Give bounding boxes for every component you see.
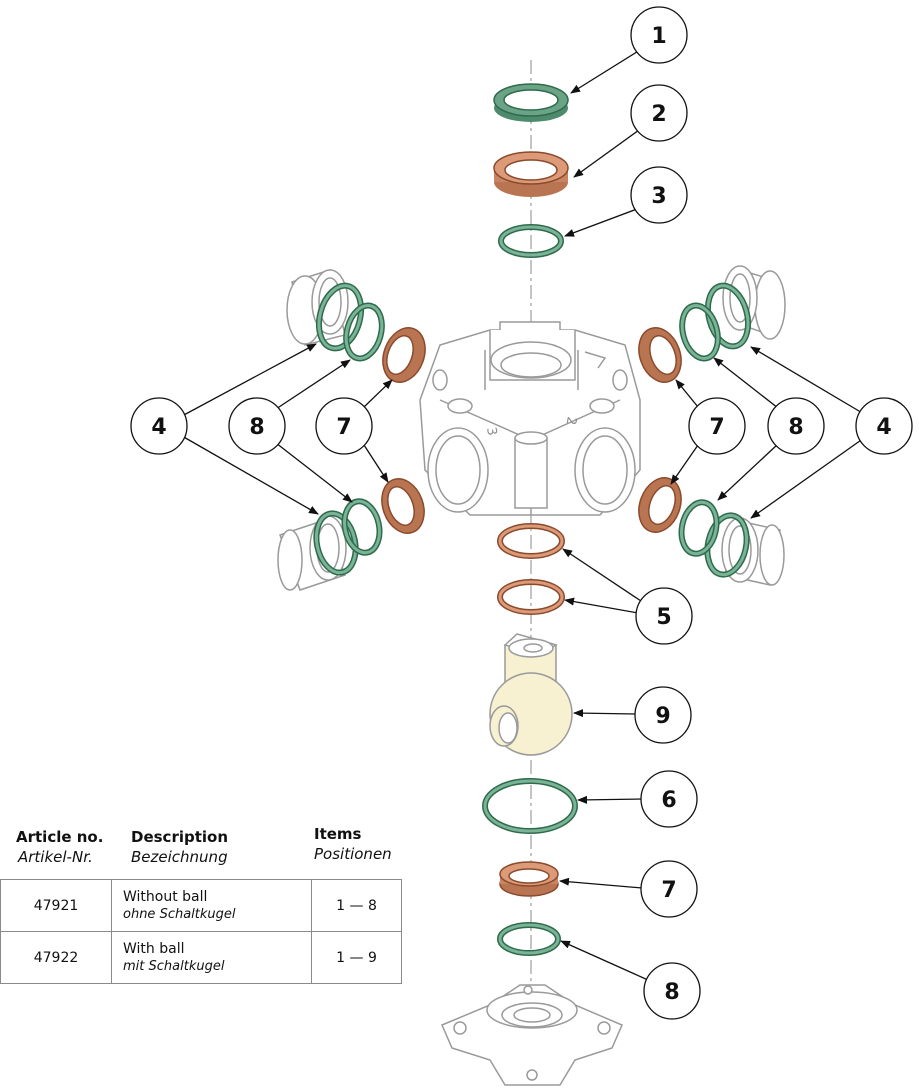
callout-label: 9 [655,704,670,729]
header-article: Article no. Artikel-Nr. [16,828,103,866]
article-number: 47921 [0,879,112,932]
part-3-oring [498,224,564,258]
callout-8-bottom: 8 [643,962,701,1020]
description-cell: Without ball ohne Schaltkugel [111,879,312,932]
header-article-en: Article no. [16,828,104,846]
part-9-switching-ball [489,633,573,756]
callout-label: 7 [661,878,676,903]
header-description-en: Description [131,828,229,846]
callout-4-left: 4 [130,397,188,455]
right-upper-oring-8 [679,302,721,362]
items-range: 1 — 8 [311,879,402,932]
callout-9: 9 [634,686,692,744]
header-items-de: Positionen [314,845,392,863]
callout-label: 8 [249,415,264,440]
left-lower-oring-8 [341,498,383,556]
left-upper-oring-4 [315,282,365,352]
callout-7-left: 7 [315,397,373,455]
callout-label: 8 [664,980,679,1005]
callout-label: 7 [336,415,351,440]
left-upper-seal-7 [382,327,426,383]
callout-2: 2 [630,84,688,142]
base-flange [441,984,623,1086]
callout-label: 1 [651,24,666,49]
callout-7-right: 7 [688,397,746,455]
right-lower-oring-4 [704,512,750,578]
part-6-oring [482,778,578,834]
part-1-seal [493,83,569,122]
right-upper-connector [722,265,786,340]
header-items-en: Items [314,825,362,843]
left-lower-connector [277,515,347,591]
callout-8-left: 8 [228,397,286,455]
table-row: 47922 With ball mit Schaltkugel 1 — 9 [0,931,402,984]
right-upper-oring-4 [704,282,752,350]
header-article-de: Artikel-Nr. [18,848,93,866]
leader-lines [181,49,865,981]
callout-1: 1 [630,6,688,64]
callout-label: 7 [709,415,724,440]
part-7-seal-bottom [499,861,559,897]
callout-3: 3 [630,166,688,224]
right-lower-oring-8 [678,499,720,557]
description-de: mit Schaltkugel [123,959,225,974]
header-description: Description Bezeichnung [131,828,228,866]
valve-body [419,321,641,516]
callout-label: 5 [656,605,671,630]
left-lower-seal-7 [381,478,425,534]
part-8-oring-bottom [497,922,561,956]
description-de: ohne Schaltkugel [123,907,236,922]
callout-5: 5 [635,587,693,645]
callout-label: 8 [788,415,803,440]
callout-8-right: 8 [767,397,825,455]
parts-table: 47921 Without ball ohne Schaltkugel 1 — … [0,879,402,984]
callout-label: 3 [651,184,666,209]
description-en: With ball [123,941,185,957]
header-description-de: Bezeichnung [131,848,228,866]
callout-6: 6 [640,770,698,828]
left-lower-oring-4 [313,510,359,576]
right-lower-seal-7 [638,477,682,533]
callout-label: 2 [651,102,666,127]
body-marking-2: 2 [563,415,579,426]
description-en: Without ball [123,889,208,905]
article-number: 47922 [0,931,112,984]
callout-4-right: 4 [855,397,913,455]
description-cell: With ball mit Schaltkugel [111,931,312,984]
part-2-seal [493,151,569,197]
callout-label: 4 [151,415,166,440]
items-range: 1 — 9 [311,931,402,984]
body-marking-3: 3 [483,426,499,437]
left-upper-oring-8 [343,302,385,362]
callout-label: 4 [876,415,891,440]
callout-7-bottom: 7 [640,860,698,918]
header-items: Items Positionen [314,825,392,863]
part-5-oring-upper [497,523,565,559]
part-5-oring-lower [497,579,565,615]
callout-label: 6 [661,788,676,813]
right-upper-seal-7 [638,327,682,383]
table-row: 47921 Without ball ohne Schaltkugel 1 — … [0,879,402,932]
